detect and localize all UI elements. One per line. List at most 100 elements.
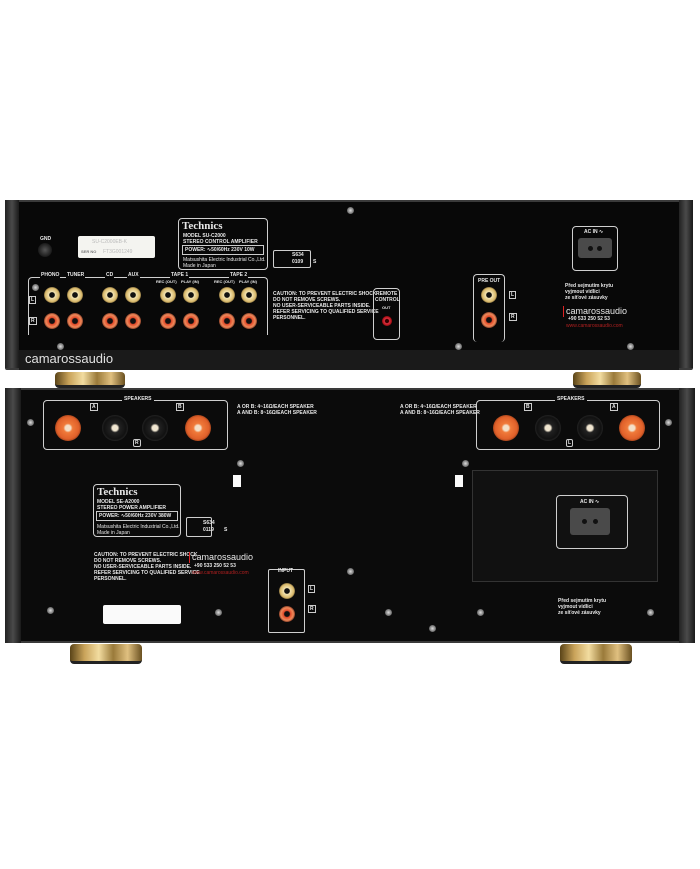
blank-white-label	[103, 605, 181, 624]
preamp-foot-left	[55, 372, 125, 388]
serial-number: FT3G001249	[103, 249, 133, 255]
preamp-ac-inlet-panel	[572, 226, 618, 271]
type-text: STEREO CONTROL AMPLIFIER	[183, 239, 258, 245]
origin-text: Made in Japan	[97, 530, 130, 536]
impedance-line-1: A OR B: 4~16Ω/EACH SPEAKER	[237, 404, 314, 410]
speaker-b-minus-terminal[interactable]	[142, 415, 168, 441]
channel-l-label: L	[29, 296, 37, 304]
screw	[665, 419, 672, 426]
channel-r-label: R	[29, 317, 37, 325]
caution-line-3: NO USER-SERVICEABLE PARTS INSIDE.	[94, 564, 192, 570]
power-rating-box	[182, 245, 264, 255]
poweramp-dealer-url: www.camarossaudio.com	[192, 570, 249, 576]
speaker-b-plus-terminal[interactable]	[493, 415, 519, 441]
input-l-label: L	[308, 585, 316, 593]
cert-line-3: S	[224, 527, 228, 533]
channel-r-label: R	[133, 439, 141, 447]
preamp-dealer-logo: camarossaudio	[563, 306, 627, 317]
tuner-r-jack[interactable]	[67, 313, 83, 329]
tape2-play-l-jack[interactable]	[241, 287, 257, 303]
preamp-czech-2: vyjmout vidlici	[565, 289, 600, 295]
aux-l-jack[interactable]	[125, 287, 141, 303]
caution-line-2: DO NOT REMOVE SCREWS.	[273, 297, 341, 303]
speakers-label-right: SPEAKERS	[555, 396, 587, 402]
remote-title-2: CONTROL	[375, 297, 400, 303]
tape2-play-r-jack[interactable]	[241, 313, 257, 329]
speaker-b-plus-terminal[interactable]	[185, 415, 211, 441]
poweramp-foot-right	[560, 644, 632, 664]
power-text: POWER: ∿50/60Hz 230V 380W	[99, 513, 172, 519]
screw	[462, 460, 469, 467]
pre-out-label: PRE OUT	[478, 278, 501, 284]
poweramp-dealer-phone: +90 533 250 52 53	[194, 563, 236, 569]
cert-line-3: S	[313, 259, 317, 265]
tape1-rec-l-jack[interactable]	[160, 287, 176, 303]
input-l-jack[interactable]	[279, 583, 295, 599]
model-text: MODEL SE-A2000	[97, 499, 140, 505]
screw	[47, 607, 54, 614]
phono-r-jack[interactable]	[44, 313, 60, 329]
brand-logo: Technics	[182, 220, 223, 232]
speaker-a-label: A	[90, 403, 98, 411]
aux-r-jack[interactable]	[125, 313, 141, 329]
preamp-czech-3: ze síťové zásuvky	[565, 295, 608, 301]
preamp-foot-right	[573, 372, 641, 388]
screw	[647, 609, 654, 616]
pre-out-r-jack[interactable]	[481, 312, 497, 328]
screw	[57, 343, 64, 350]
tape1-play-l-jack[interactable]	[183, 287, 199, 303]
phono-l-jack[interactable]	[44, 287, 60, 303]
speaker-a-plus-terminal[interactable]	[619, 415, 645, 441]
pre-out-l-jack[interactable]	[481, 287, 497, 303]
gnd-terminal[interactable]	[38, 243, 52, 257]
input-r-jack[interactable]	[279, 606, 295, 622]
remote-out-jack[interactable]	[382, 316, 392, 326]
preamp-dealer-url: www.camarossaudio.com	[566, 323, 623, 329]
input-jacks-panel	[28, 277, 268, 335]
label-tape2-rec: REC (OUT)	[214, 279, 235, 284]
label-tape1-play: PLAY (IN)	[181, 279, 200, 284]
screw	[347, 207, 354, 214]
tuner-l-jack[interactable]	[67, 287, 83, 303]
caution-line-4: REFER SERVICING TO QUALIFIED SERVICE	[273, 309, 379, 315]
preamp-dealer-phone: +90 533 250 52 53	[568, 316, 610, 322]
poweramp-left-frame	[5, 388, 21, 643]
tape1-rec-r-jack[interactable]	[160, 313, 176, 329]
speaker-b-label: B	[176, 403, 184, 411]
poweramp-ac-in-label: AC IN ∿	[580, 499, 600, 505]
screw	[429, 625, 436, 632]
speaker-a-minus-terminal[interactable]	[577, 415, 603, 441]
poweramp-nameplate	[93, 484, 181, 537]
label-tape2-play: PLAY (IN)	[239, 279, 258, 284]
tape2-rec-r-jack[interactable]	[219, 313, 235, 329]
speaker-a-minus-terminal[interactable]	[102, 415, 128, 441]
caution-line-4: REFER SERVICING TO QUALIFIED SERVICE	[94, 570, 200, 576]
caution-line-3: NO USER-SERVICEABLE PARTS INSIDE.	[273, 303, 371, 309]
tape1-play-r-jack[interactable]	[183, 313, 199, 329]
speaker-a-plus-terminal[interactable]	[55, 415, 81, 441]
preamp-ac-inlet[interactable]	[578, 238, 612, 258]
poweramp-czech-1: Před sejmutím krytu	[558, 598, 607, 604]
screw	[27, 419, 34, 426]
channel-l-label: L	[566, 439, 574, 447]
speaker-b-label: B	[524, 403, 532, 411]
preamp-ac-in-label: AC IN ∿	[584, 229, 604, 235]
tape2-rec-l-jack[interactable]	[219, 287, 235, 303]
impedance-line-2-right: A AND B: 8~16Ω/EACH SPEAKER	[400, 410, 480, 416]
input-panel	[268, 569, 305, 633]
screw	[627, 343, 634, 350]
cd-r-jack[interactable]	[102, 313, 118, 329]
remote-out-label: OUT	[382, 305, 391, 310]
poweramp-foot-left	[70, 644, 142, 664]
poweramp-ac-inlet[interactable]	[570, 508, 610, 535]
screw	[385, 609, 392, 616]
input-r-label: R	[308, 605, 316, 613]
power-text: POWER: ∿50/60Hz 230V 10W	[185, 247, 255, 253]
speaker-b-minus-terminal[interactable]	[535, 415, 561, 441]
watermark: camarossaudio	[25, 351, 114, 366]
speaker-a-label: A	[610, 403, 618, 411]
cd-l-jack[interactable]	[102, 287, 118, 303]
preamp-rear-panel	[5, 200, 693, 370]
preamp-cert-box	[273, 250, 311, 268]
white-tab	[233, 475, 241, 487]
